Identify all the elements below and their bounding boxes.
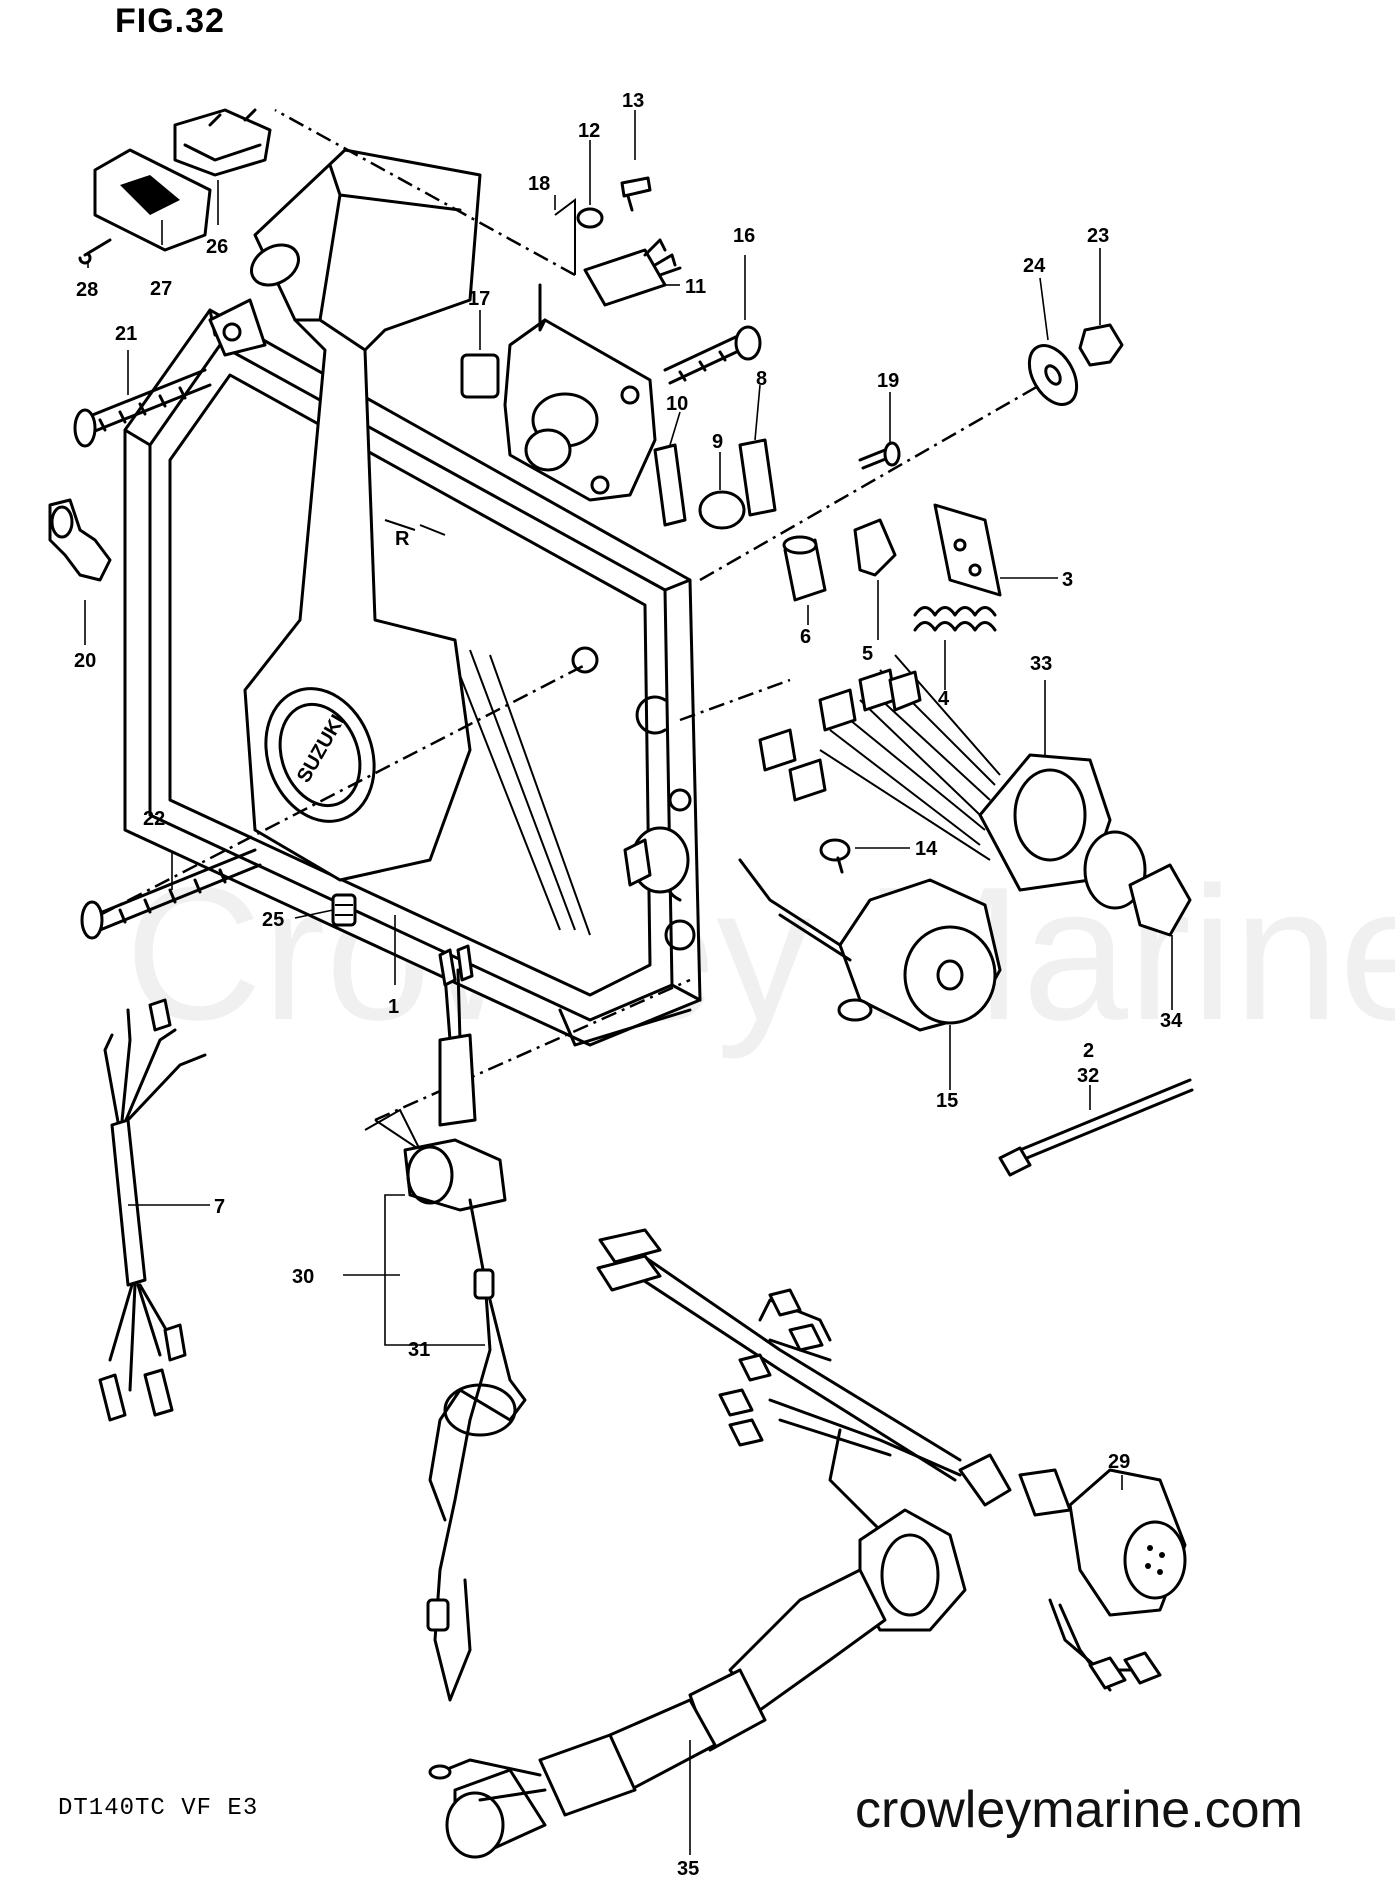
callout-numbers: 1 2 3 4 5 6 7 8 9 10 11 12 13 14 15 16 1… bbox=[74, 90, 1183, 1878]
part-5-clip bbox=[853, 518, 897, 577]
leader-lines bbox=[84, 110, 1173, 1855]
callout-31: 31 bbox=[408, 1339, 430, 1361]
part-23-nut bbox=[1078, 323, 1124, 367]
callout-30: 30 bbox=[292, 1266, 314, 1288]
callout-9: 9 bbox=[712, 431, 723, 453]
callout-16: 16 bbox=[733, 225, 755, 247]
website-credit: crowleymarine.com bbox=[855, 1781, 1303, 1839]
part-9-nut bbox=[698, 490, 746, 530]
part-13-screw bbox=[620, 176, 652, 212]
callout-25: 25 bbox=[262, 909, 284, 931]
callout-19: 19 bbox=[877, 370, 899, 392]
assembly-lines bbox=[99, 108, 1041, 1153]
part-10-clip bbox=[653, 443, 687, 527]
shift-marking-r: R bbox=[395, 528, 410, 550]
callout-13: 13 bbox=[622, 90, 644, 112]
part-14-screw bbox=[819, 838, 851, 874]
part-28-screw bbox=[78, 238, 112, 265]
callout-5: 5 bbox=[862, 643, 873, 665]
part-26-switch bbox=[173, 108, 272, 177]
part-7-wire-harness bbox=[98, 998, 207, 1422]
callout-6: 6 bbox=[800, 626, 811, 648]
callout-18: 18 bbox=[528, 173, 550, 195]
part-6-cap bbox=[782, 535, 827, 602]
callout-29: 29 bbox=[1108, 1451, 1130, 1473]
part-24-washer bbox=[1027, 344, 1079, 406]
callout-27: 27 bbox=[150, 278, 172, 300]
part-18-bracket bbox=[503, 283, 657, 502]
part-32-cable-tie bbox=[998, 1078, 1194, 1177]
part-11-microswitch bbox=[583, 238, 682, 307]
callout-14: 14 bbox=[915, 838, 938, 860]
figure-title: FIG.32 bbox=[115, 2, 225, 40]
part-12-washer bbox=[576, 207, 604, 229]
part-connector-box-side bbox=[623, 826, 690, 894]
callout-4: 4 bbox=[938, 688, 950, 710]
part-30-stop-switch bbox=[403, 944, 507, 1212]
part-8-clip bbox=[738, 438, 777, 517]
callout-20: 20 bbox=[74, 650, 96, 672]
callout-26: 26 bbox=[206, 236, 228, 258]
part-21-screw bbox=[73, 368, 212, 448]
part-15-buzzer bbox=[738, 858, 1002, 1032]
part-4-spring bbox=[913, 606, 997, 632]
control-lever: SUZUKI bbox=[243, 148, 482, 882]
callout-7: 7 bbox=[214, 1196, 225, 1218]
model-code: DT140TC VF E3 bbox=[58, 1795, 259, 1822]
part-16-bolt bbox=[663, 325, 762, 385]
callout-17: 17 bbox=[468, 288, 490, 310]
part-20-grommet bbox=[48, 498, 112, 582]
part-17-block bbox=[460, 353, 500, 399]
part-3-plate bbox=[933, 503, 1002, 597]
callout-34: 34 bbox=[1160, 1010, 1183, 1032]
callout-2: 2 bbox=[1083, 1040, 1094, 1062]
part-19-screw bbox=[858, 441, 901, 470]
part-25-set-screw bbox=[331, 893, 357, 927]
callout-21: 21 bbox=[115, 323, 137, 345]
callout-28: 28 bbox=[76, 279, 98, 301]
callout-22: 22 bbox=[143, 808, 165, 830]
callout-11: 11 bbox=[685, 276, 706, 298]
callout-15: 15 bbox=[936, 1090, 958, 1112]
part-31-lanyard bbox=[426, 1198, 527, 1702]
callout-23: 23 bbox=[1087, 225, 1109, 247]
callout-10: 10 bbox=[666, 393, 688, 415]
callout-24: 24 bbox=[1023, 255, 1046, 277]
callout-35: 35 bbox=[677, 1858, 699, 1878]
part-33-ignition-switch bbox=[758, 654, 1192, 937]
callout-32: 32 bbox=[1077, 1065, 1099, 1087]
callout-8: 8 bbox=[756, 368, 767, 390]
part-35-extension-harness bbox=[428, 1428, 967, 1859]
part-22-bolt bbox=[80, 848, 262, 940]
callout-3: 3 bbox=[1062, 569, 1073, 591]
part-27-plate bbox=[93, 148, 212, 252]
callout-12: 12 bbox=[578, 120, 600, 142]
callout-33: 33 bbox=[1030, 653, 1052, 675]
part-29-harness-connector bbox=[596, 1228, 1187, 1692]
callout-1: 1 bbox=[388, 996, 399, 1018]
